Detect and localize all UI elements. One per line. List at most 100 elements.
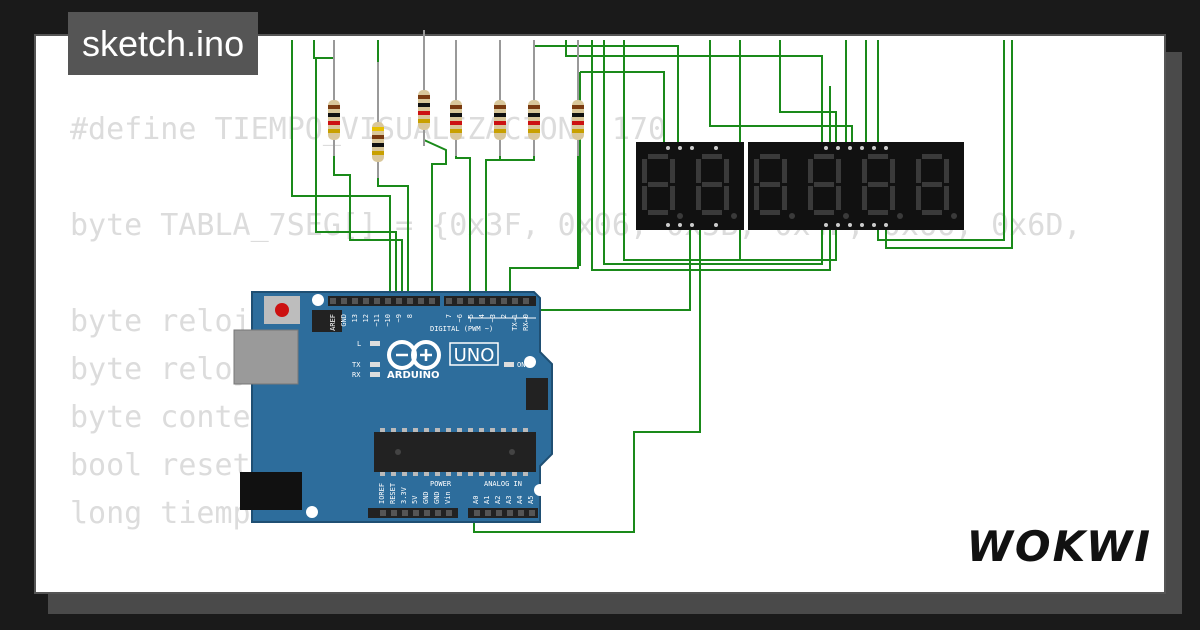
chip-pin — [479, 428, 484, 432]
header-pin[interactable] — [352, 298, 358, 304]
header-pin[interactable] — [396, 298, 402, 304]
segment — [814, 210, 834, 215]
header-pin[interactable] — [490, 298, 496, 304]
resistor-band — [494, 113, 506, 117]
mount-hole — [534, 484, 546, 496]
resistor-band — [450, 113, 462, 117]
wire[interactable] — [423, 139, 447, 300]
header-pin[interactable] — [457, 298, 463, 304]
wire[interactable] — [291, 40, 391, 300]
header-pin[interactable] — [468, 298, 474, 304]
segment — [916, 159, 921, 183]
power-pin-label: GND — [433, 491, 441, 504]
display-pin — [690, 223, 694, 227]
uno-box — [449, 342, 499, 366]
header-pin[interactable] — [341, 298, 347, 304]
chip-pin — [391, 472, 396, 476]
resistor[interactable] — [494, 40, 506, 156]
wire[interactable] — [580, 71, 665, 142]
header-pin[interactable] — [507, 510, 513, 516]
header-pin[interactable] — [479, 298, 485, 304]
header-pin[interactable] — [391, 510, 397, 516]
file-tab[interactable]: sketch.ino — [68, 12, 259, 75]
power-jack — [240, 472, 302, 510]
resistor-band — [450, 121, 462, 125]
header-pin[interactable] — [518, 510, 524, 516]
header-pin[interactable] — [446, 298, 452, 304]
wires — [291, 40, 1013, 533]
wire[interactable] — [509, 150, 579, 300]
reset-button-cap[interactable] — [275, 303, 289, 317]
header-pin[interactable] — [512, 298, 518, 304]
digital-pin-label: AREF — [329, 314, 337, 331]
wire[interactable] — [315, 58, 397, 300]
header-pin[interactable] — [523, 298, 529, 304]
resistor[interactable] — [372, 62, 384, 178]
resistor-band — [372, 135, 384, 139]
digital-pin-label: 7 — [445, 314, 453, 318]
wire[interactable] — [623, 40, 837, 261]
segment — [868, 154, 888, 159]
display-digit — [754, 154, 795, 219]
code-line: #define TIEMPO_VISUALIZACION 170 — [70, 112, 667, 147]
display-digit — [696, 154, 737, 219]
segment — [648, 210, 668, 215]
header-pin[interactable] — [385, 298, 391, 304]
wire[interactable] — [473, 226, 701, 533]
chip-dot — [509, 449, 515, 455]
wire[interactable] — [455, 150, 471, 300]
wire[interactable] — [603, 40, 823, 265]
seven-segment-display — [636, 142, 964, 230]
segment — [814, 182, 834, 187]
chip-pin — [380, 428, 385, 432]
analog-pin-label: A1 — [483, 496, 491, 504]
header-pin[interactable] — [374, 298, 380, 304]
resistor-band — [328, 129, 340, 133]
header-pin[interactable] — [529, 510, 535, 516]
wire[interactable] — [565, 40, 823, 142]
resistor[interactable] — [328, 40, 340, 156]
segment — [944, 159, 949, 183]
wire[interactable] — [877, 40, 1005, 241]
decimal-point — [677, 213, 683, 219]
header-pin[interactable] — [501, 298, 507, 304]
digital-pin-label: 8 — [406, 314, 414, 318]
header-pin[interactable] — [435, 510, 441, 516]
header-pin[interactable] — [402, 510, 408, 516]
header-pin[interactable] — [474, 510, 480, 516]
resistor[interactable] — [528, 40, 540, 156]
chip-pin — [523, 428, 528, 432]
header-pin[interactable] — [413, 510, 419, 516]
header-pin[interactable] — [446, 510, 452, 516]
segment — [642, 159, 647, 183]
wire[interactable] — [709, 40, 853, 142]
chip-pin — [457, 472, 462, 476]
wire[interactable] — [591, 40, 831, 271]
resistor[interactable] — [418, 30, 430, 146]
header-pin[interactable] — [424, 510, 430, 516]
wire[interactable] — [500, 150, 535, 161]
resistor-band — [528, 129, 540, 133]
wire[interactable] — [534, 45, 679, 150]
header-pin[interactable] — [496, 510, 502, 516]
wire[interactable] — [313, 40, 335, 59]
header-pin[interactable] — [330, 298, 336, 304]
analog-pin-label: A4 — [516, 496, 524, 504]
segment — [754, 186, 759, 210]
wire[interactable] — [485, 150, 501, 300]
wire[interactable] — [885, 40, 1013, 249]
resistor[interactable] — [572, 40, 584, 156]
header-pin[interactable] — [418, 298, 424, 304]
header-pin[interactable] — [429, 298, 435, 304]
header-pin[interactable] — [363, 298, 369, 304]
wire[interactable] — [333, 150, 403, 300]
header-pin[interactable] — [380, 510, 386, 516]
wire[interactable] — [377, 160, 409, 300]
header-pin[interactable] — [485, 510, 491, 516]
wire[interactable] — [779, 40, 837, 142]
header-pin[interactable] — [407, 298, 413, 304]
segment — [890, 186, 895, 210]
resistor[interactable] — [450, 40, 462, 156]
mount-hole — [306, 506, 318, 518]
